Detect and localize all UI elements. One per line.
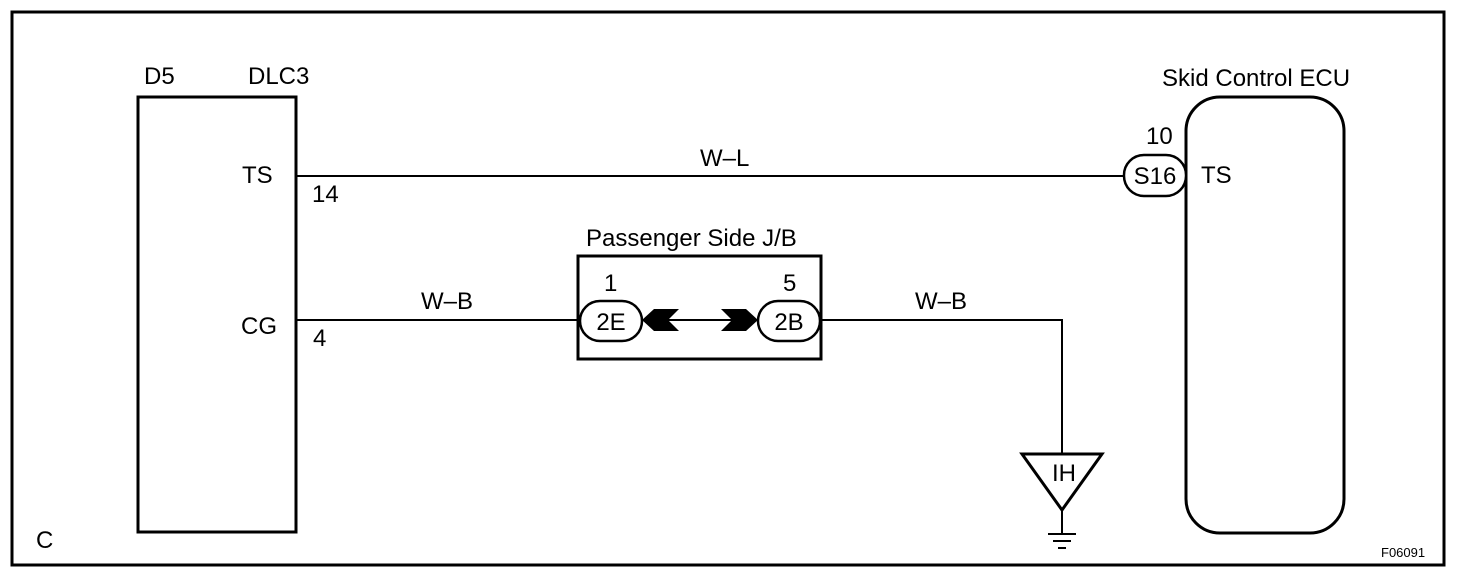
dlc3-name: DLC3 xyxy=(248,63,309,90)
ground-point-code: IH xyxy=(1052,460,1076,487)
dlc3-terminal-cg: CG xyxy=(241,313,277,340)
ecu-connector-s16 xyxy=(1122,153,1188,198)
cg-wire-right xyxy=(821,319,1063,455)
ecu-name: Skid Control ECU xyxy=(1162,65,1350,92)
corner-letter: C xyxy=(36,527,53,554)
skid-control-ecu-block xyxy=(1184,95,1346,535)
jb-name: Passenger Side J/B xyxy=(586,225,797,252)
cg-wire-right-color-label: W–B xyxy=(915,288,967,315)
dlc3-connector-code: D5 xyxy=(144,63,175,90)
ecu-pin: 10 xyxy=(1146,123,1173,150)
jb-left-connector-code: 2E xyxy=(596,309,625,336)
diagram-frame xyxy=(10,10,1446,567)
jb-right-pin: 5 xyxy=(783,270,796,297)
dlc3-terminal-ts: TS xyxy=(242,162,273,189)
jb-right-chevron-icon xyxy=(721,309,758,331)
ground-point-triangle xyxy=(1019,452,1105,513)
dlc3-pin-ts: 14 xyxy=(312,181,339,208)
dlc3-pin-cg: 4 xyxy=(313,325,326,352)
jb-right-connector-code: 2B xyxy=(774,309,803,336)
figure-id: F06091 xyxy=(1381,545,1425,560)
ecu-connector-code: S16 xyxy=(1134,163,1177,190)
jb-left-pin: 1 xyxy=(604,270,617,297)
jb-left-chevron-icon xyxy=(642,309,679,331)
ts-wire-color-label: W–L xyxy=(700,145,749,172)
ecu-terminal-ts: TS xyxy=(1201,162,1232,189)
cg-wire-left-color-label: W–B xyxy=(421,288,473,315)
dlc3-block xyxy=(136,95,298,534)
